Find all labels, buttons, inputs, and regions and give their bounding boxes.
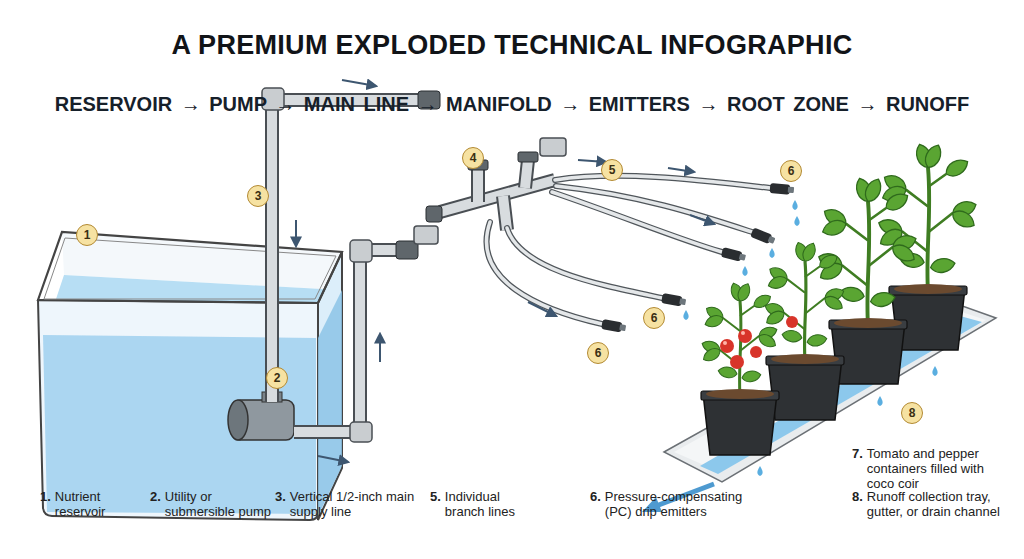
callout-text: 3 bbox=[255, 189, 262, 203]
callout-number: 3 bbox=[247, 185, 269, 207]
callout-number: 8 bbox=[901, 402, 923, 424]
callout-text: 1 bbox=[84, 228, 91, 242]
callout-text: 4 bbox=[470, 151, 477, 165]
caption-number: 3. bbox=[275, 489, 286, 519]
caption-row: 2.Utility or submersible pump bbox=[150, 489, 277, 519]
callout-number: 1 bbox=[76, 224, 98, 246]
caption-text: Tomato and pepper containers filled with… bbox=[867, 446, 989, 491]
caption-number: 6. bbox=[590, 489, 601, 519]
callout-number: 6 bbox=[587, 342, 609, 364]
flow-sequence: RESERVOIR → PUMP → MAIN LINE → MANIFOLD … bbox=[0, 93, 1024, 116]
callout-text: 6 bbox=[595, 346, 602, 360]
callout-number: 2 bbox=[266, 367, 288, 389]
caption-number: 1. bbox=[40, 489, 51, 519]
callout-text: 6 bbox=[788, 164, 795, 178]
caption-row: 8.Runoff collection tray, gutter, or dra… bbox=[852, 489, 1019, 519]
callout-number: 5 bbox=[601, 159, 623, 181]
caption-text: Vertical 1/2-inch main supply line bbox=[290, 489, 415, 519]
caption-text: Nutrient reservoir bbox=[55, 489, 117, 519]
caption-number: 8. bbox=[852, 489, 863, 519]
callout-text: 8 bbox=[909, 406, 916, 420]
title-text: A PREMIUM EXPLODED TECHNICAL INFOGRAPHIC bbox=[0, 30, 1024, 61]
caption-text: Utility or submersible pump bbox=[165, 489, 277, 519]
callout-number: 4 bbox=[462, 147, 484, 169]
callout-number: 6 bbox=[780, 160, 802, 182]
caption-number: 5. bbox=[430, 489, 441, 519]
caption-number: 7. bbox=[852, 446, 863, 491]
caption-number: 2. bbox=[150, 489, 161, 519]
caption-text: Individual branch lines bbox=[445, 489, 525, 519]
caption-row: 3.Vertical 1/2-inch main supply line bbox=[275, 489, 415, 519]
caption-row: 1.Nutrient reservoir bbox=[40, 489, 117, 519]
callout-text: 6 bbox=[651, 311, 658, 325]
callout-text: 2 bbox=[274, 371, 281, 385]
caption-text: Runoff collection tray, gutter, or drain… bbox=[867, 489, 1019, 519]
caption-row: 7.Tomato and pepper containers filled wi… bbox=[852, 446, 989, 491]
caption-text: Pressure-compensating (PC) drip emitters bbox=[605, 489, 755, 519]
caption-row: 5.Individual branch lines bbox=[430, 489, 525, 519]
callout-text: 5 bbox=[609, 163, 616, 177]
caption-row: 6.Pressure-compensating (PC) drip emitte… bbox=[590, 489, 755, 519]
callout-number: 6 bbox=[643, 307, 665, 329]
